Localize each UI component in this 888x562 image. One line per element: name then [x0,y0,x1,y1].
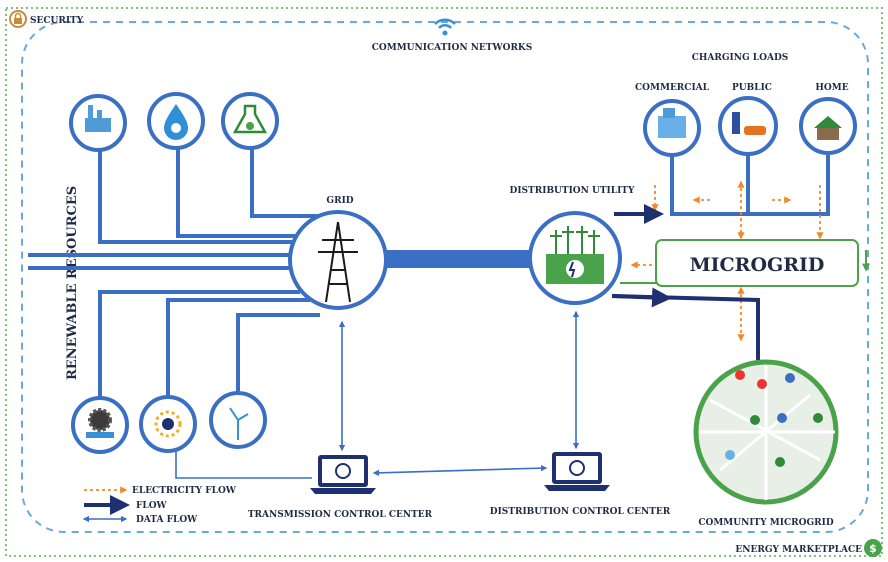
load-lines [670,155,830,216]
svg-text:$: $ [869,542,877,555]
renewable-resources-label: RENEWABLE RESOURCES [65,186,80,380]
grid-label: GRID [326,196,353,206]
house-icon [799,97,857,155]
commercial-building-icon [643,99,701,157]
communication-networks-label: COMMUNICATION NETWORKS [372,43,533,53]
security-label: SECURITY [30,16,84,26]
substation-icon [528,211,622,305]
legend-electricity-flow: ELECTRICITY FLOW [132,486,237,496]
transmission-control-center-label: TRANSMISSION CONTROL CENTER [248,510,433,520]
flow-arrow-community [611,287,672,308]
charging-loads-label: CHARGING LOADS [692,53,789,63]
data-flow-links [175,310,580,479]
community-microgrid-label: COMMUNITY MICROGRID [698,518,833,528]
resource-lines [28,145,320,402]
flow-line-community [611,294,760,360]
factory-icon [69,94,127,152]
energy-marketplace-label: ENERGY MARKETPLACE [735,545,862,555]
dollar-icon: $ [864,539,882,557]
transmission-tower-icon [288,210,388,310]
flask-icon [221,92,279,150]
microgrid-label: MICROGRID [690,254,825,276]
ev-charger-icon [718,96,778,156]
wind-turbine-icon [209,391,267,449]
communication-network-border [21,21,869,533]
distribution-utility-label: DISTRIBUTION UTILITY [510,186,635,196]
turbine-gear-icon [71,396,129,454]
distribution-control-center-label: DISTRIBUTION CONTROL CENTER [490,507,671,517]
solar-bulb-icon [139,395,197,453]
commercial-label: COMMERCIAL [635,83,710,93]
distribution-laptop-icon [544,452,610,491]
home-label: HOME [815,83,848,93]
community-map-icon [693,359,839,505]
legend-data-flow: DATA FLOW [136,515,198,525]
security-border [5,7,883,557]
legend: ELECTRICITY FLOW FLOW DATA FLOW [82,486,237,525]
microgrid-box: MICROGRID [655,239,859,287]
lock-icon [9,10,27,28]
wifi-icon [434,18,456,36]
grid-distribution-line [385,250,533,268]
water-drop-icon [147,92,205,150]
public-label: PUBLIC [732,83,772,93]
legend-flow: FLOW [136,501,168,511]
transmission-laptop-icon [310,455,376,494]
